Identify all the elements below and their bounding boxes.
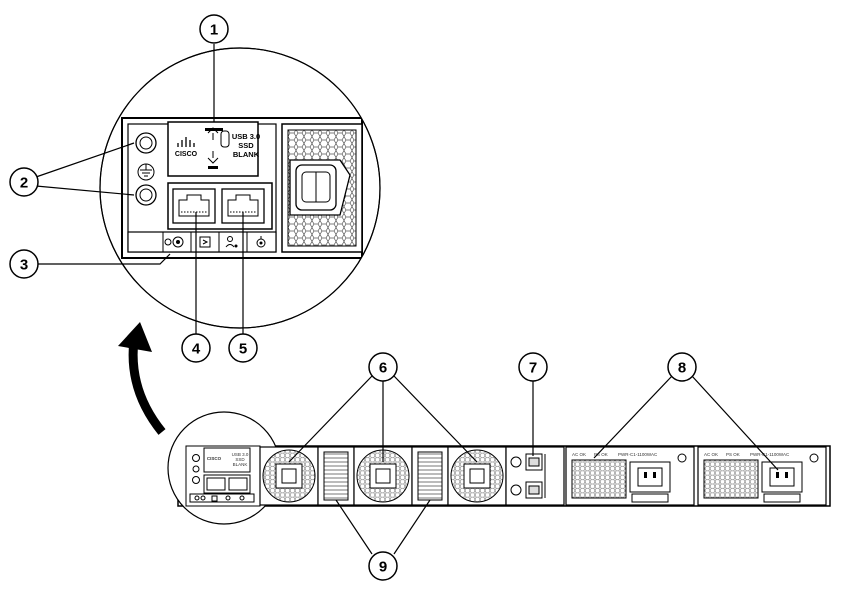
callout-7-number: 7 — [529, 360, 537, 377]
callout-1: 1 — [199, 14, 229, 44]
leader-8a — [593, 375, 673, 459]
callout-6-number: 6 — [379, 360, 387, 377]
leader-lines — [35, 44, 779, 555]
psu2-ps-ok-label: PS OK — [726, 452, 740, 457]
psu1-ps-ok-label: PS OK — [594, 452, 608, 457]
usb-ssd-blank: CISCO USB 3.0 SSD BLANK — [167, 121, 260, 177]
stack-ports — [505, 446, 565, 506]
callout-3-number: 3 — [20, 257, 28, 274]
console-port-rj45 — [172, 188, 216, 224]
usb-icon — [220, 130, 230, 148]
leader-8b — [691, 375, 779, 471]
leader-3 — [38, 253, 171, 265]
psu1-ac-ok-label: AC OK — [572, 452, 586, 457]
callout-3: 3 — [9, 249, 39, 279]
usb-label-line2: SSD — [238, 141, 254, 150]
status-led-icon — [164, 238, 172, 246]
power-supply-1: AC OK PS OK PWR-C1-1100WAC — [565, 446, 695, 506]
callout-5: 5 — [228, 333, 258, 363]
blank-slot-1 — [317, 446, 355, 506]
user-mgmt-icon — [225, 236, 238, 248]
callout-9: 9 — [368, 551, 398, 581]
switch-chassis: CISCO USB 3.0 SSD BLANK — [167, 411, 831, 525]
callout-8-number: 8 — [678, 360, 686, 377]
mini-network-module: CISCO USB 3.0 SSD BLANK — [189, 447, 255, 503]
power-supply-2: AC OK PS OK PWR-C1-1100WAC — [697, 446, 827, 506]
leader-6c — [393, 375, 478, 463]
psu2-model-label: PWR-C1-1100WAC — [750, 452, 790, 457]
callout-1-number: 1 — [210, 22, 218, 39]
zoom-arrow — [118, 322, 166, 435]
network-mgmt-icon — [256, 236, 266, 248]
fan-module-3 — [447, 446, 507, 506]
mini-usb-line3: BLANK — [233, 462, 248, 467]
zoom-circle: CISCO USB 3.0 SSD BLANK — [99, 47, 381, 329]
callout-2: 2 — [9, 167, 39, 197]
cisco-logo-text: CISCO — [175, 151, 198, 158]
usb-label-line3: BLANK — [233, 150, 260, 159]
console-icon — [199, 236, 211, 248]
callout-2-number: 2 — [20, 175, 28, 192]
mini-usb-line2: SSD — [235, 457, 245, 462]
leader-2a — [35, 142, 135, 178]
blank-slot-2 — [411, 446, 449, 506]
callout-8: 8 — [667, 352, 697, 382]
zoom-fan-module — [281, 123, 363, 253]
usb-label-line1: USB 3.0 — [232, 132, 260, 141]
leader-9a — [335, 499, 373, 555]
callout-4-number: 4 — [192, 341, 201, 358]
callout-9-number: 9 — [379, 559, 387, 576]
mini-usb-line1: USB 3.0 — [232, 452, 249, 457]
cisco-logo: CISCO — [175, 137, 198, 158]
callout-6: 6 — [368, 352, 398, 382]
callout-5-number: 5 — [239, 341, 247, 358]
callout-7: 7 — [518, 352, 548, 382]
fan-module-1 — [259, 446, 319, 506]
psu1-model-label: PWR-C1-1100WAC — [618, 452, 658, 457]
leader-6a — [288, 375, 373, 463]
callout-4: 4 — [181, 333, 211, 363]
mini-cisco-logo: CISCO — [207, 456, 222, 461]
psu2-ac-ok-label: AC OK — [704, 452, 718, 457]
leader-9b — [393, 499, 431, 555]
leader-2b — [35, 185, 135, 196]
